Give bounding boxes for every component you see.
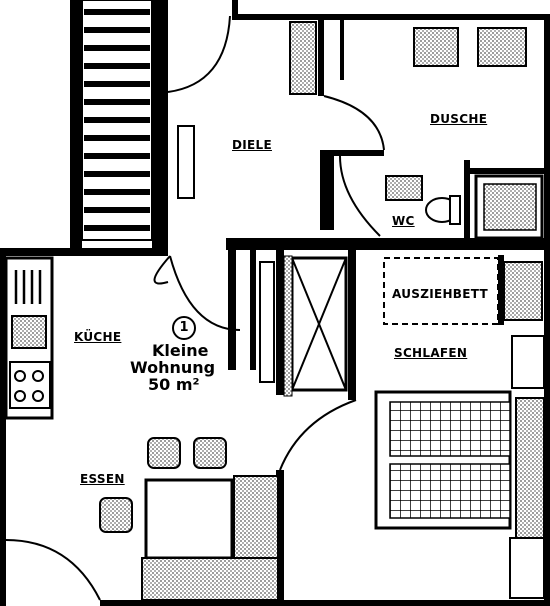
room-label-wc: WC	[392, 214, 415, 228]
unit-name-line2: Wohnung	[130, 358, 216, 377]
diele-wardrobe	[289, 21, 317, 95]
dusche-fixtures	[413, 27, 544, 240]
room-label-schlafen: SCHLAFEN	[394, 346, 468, 360]
unit-area: 50 m²	[148, 375, 200, 394]
room-label-ausziehbett: AUSZIEHBETT	[392, 287, 489, 301]
kitchen-counter-strip	[259, 261, 275, 383]
room-label-kueche: KÜCHE	[74, 330, 122, 344]
room-label-essen: ESSEN	[80, 472, 125, 486]
cabinet-right	[509, 537, 545, 599]
doors	[5, 15, 385, 601]
bed	[374, 390, 512, 530]
staircase	[81, 0, 153, 241]
kitchen	[4, 256, 54, 420]
wc-fixtures	[385, 175, 461, 225]
unit-number-badge: 1	[172, 316, 196, 340]
unit-name-line1: Kleine	[152, 341, 209, 360]
shaft-hatch-strip	[283, 255, 293, 397]
wardrobe-right	[515, 397, 545, 539]
shaft	[290, 256, 348, 392]
bench-hatched	[141, 557, 279, 601]
side-table	[511, 335, 545, 389]
room-label-dusche: DUSCHE	[430, 112, 488, 126]
dining-set	[99, 437, 234, 560]
room-label-diele: DIELE	[232, 138, 272, 152]
sofa	[503, 261, 543, 321]
diele-shelf	[177, 125, 195, 199]
